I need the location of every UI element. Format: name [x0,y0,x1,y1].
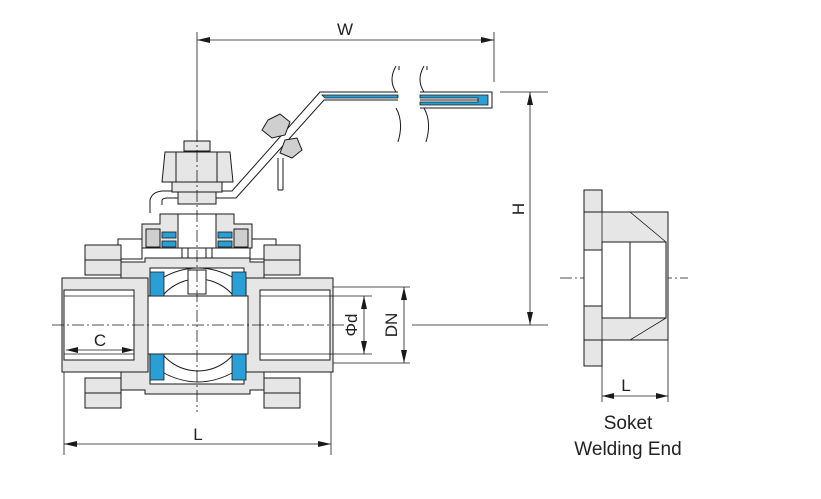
stem-nut [161,140,234,205]
height-label: H [509,203,528,215]
bore-label: Φd [342,313,361,336]
length-label: L [193,425,202,444]
handle-lever [149,65,493,213]
width-label: W [337,20,353,39]
socket-welding-end: L [560,189,688,402]
height-dimension: H [412,91,548,326]
handle-grip [321,94,399,99]
thread-label: C [94,331,106,350]
thread-dimension: C [66,331,134,353]
caption-line-2: Welding End [574,439,681,460]
valve-body [61,244,334,409]
bore-dimensions: Φd DN [330,286,410,364]
width-dimension: W [196,20,495,150]
stop-pin [261,113,303,191]
length-dimension: L [63,372,332,455]
center-lines [52,130,345,412]
nominal-label: DN [382,313,401,338]
caption-line-1: Soket [604,413,653,434]
socket-length-label: L [621,376,630,395]
